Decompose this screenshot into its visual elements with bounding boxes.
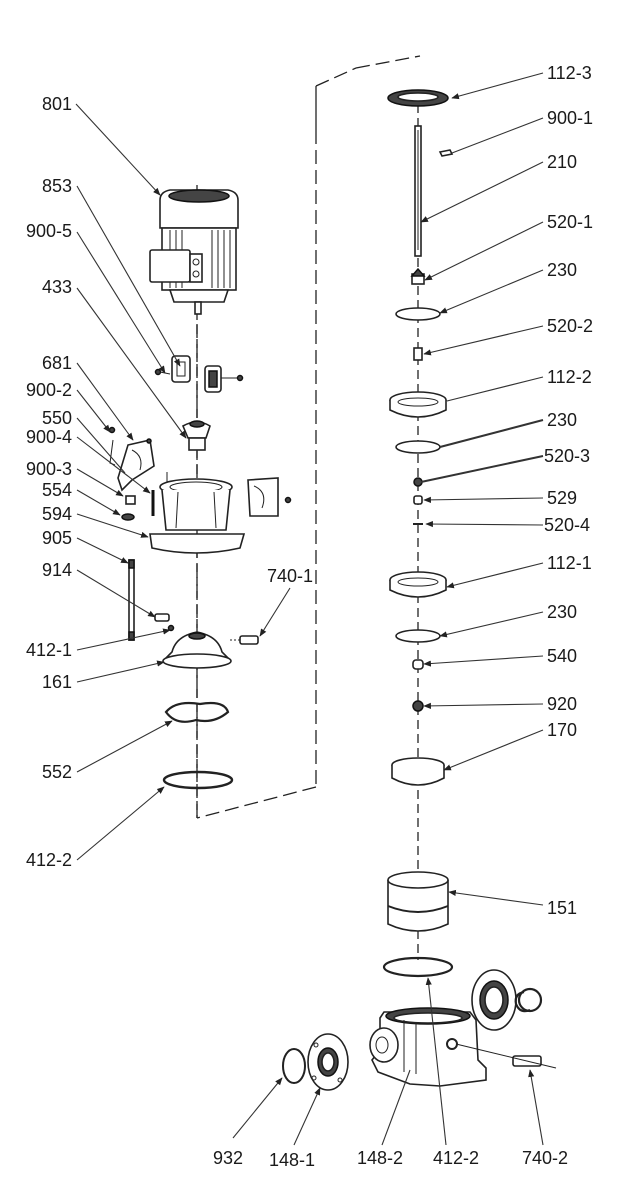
label-900-1: 900-1	[547, 108, 593, 128]
label-554: 554	[42, 480, 72, 500]
label-900-4: 900-4	[26, 427, 72, 447]
o-ring-412-2-lower	[382, 956, 454, 978]
pump-base-148-2	[369, 1007, 487, 1087]
label-801: 801	[42, 94, 72, 114]
label-148-2: 148-2	[357, 1148, 403, 1168]
label-529: 529	[547, 488, 577, 508]
drain-plug-740-2	[455, 1043, 557, 1069]
label-520-1: 520-1	[547, 212, 593, 232]
label-681: 681	[42, 353, 72, 373]
shaft-210	[414, 125, 422, 257]
label-412-1: 412-1	[26, 640, 72, 660]
labels-left: 801 853 900-5 433 681 900-2 550 900-4 90…	[26, 94, 313, 870]
label-151: 151	[547, 898, 577, 918]
label-740-1: 740-1	[267, 566, 313, 586]
label-520-4: 520-4	[544, 515, 590, 535]
label-112-1: 112-1	[547, 553, 592, 573]
sleeve-520-2	[413, 347, 423, 361]
leaders-left	[75, 103, 291, 861]
motor-stool-594	[149, 472, 246, 554]
bush-540	[412, 659, 424, 670]
tie-bolt-905	[128, 559, 135, 641]
label-552: 552	[42, 762, 72, 782]
bearing-sleeve-529	[413, 495, 423, 505]
label-520-2: 520-2	[547, 316, 593, 336]
sleeve-520-3	[413, 477, 423, 487]
chamber-112-1	[389, 571, 447, 598]
assembly-frame	[196, 55, 421, 819]
label-900-3: 900-3	[26, 459, 72, 479]
label-740-2: 740-2	[522, 1148, 568, 1168]
circlip-932	[282, 1048, 306, 1084]
label-550: 550	[42, 408, 72, 428]
label-412-2-bottom: 412-2	[433, 1148, 479, 1168]
top-chamber-112-3	[387, 89, 449, 107]
label-932: 932	[213, 1148, 243, 1168]
label-170: 170	[547, 720, 577, 740]
label-230-2: 230	[547, 410, 577, 430]
label-920: 920	[547, 694, 577, 714]
label-594: 594	[42, 504, 72, 524]
labels-right: 112-3 900-1 210 520-1 230 520-2 112-2 23…	[544, 63, 593, 918]
label-161: 161	[42, 672, 72, 692]
pump-head-161	[162, 631, 232, 669]
label-230-1: 230	[547, 260, 577, 280]
coupling-guard-681	[108, 426, 155, 521]
coupling-guard-853	[154, 355, 244, 393]
key-900-1	[438, 149, 454, 157]
plug-914	[154, 613, 175, 632]
label-210: 210	[547, 152, 577, 172]
outer-sleeve-151	[387, 871, 449, 932]
labels-bottom: 932 148-1 148-2 412-2 740-2	[213, 1148, 568, 1170]
coupling-guard-right	[247, 477, 292, 517]
flange-148-1	[307, 1033, 349, 1091]
label-900-2: 900-2	[26, 380, 72, 400]
label-433: 433	[42, 277, 72, 297]
flange-right	[471, 969, 543, 1031]
label-230-3: 230	[547, 602, 577, 622]
label-905: 905	[42, 528, 72, 548]
label-853: 853	[42, 176, 72, 196]
leaders-bottom	[232, 977, 544, 1146]
vent-plug-740-1	[230, 635, 259, 645]
sleeve-520-1	[410, 267, 426, 285]
o-ring-412-2-upper	[162, 770, 234, 790]
impeller-230-2	[395, 440, 441, 454]
gasket-552	[164, 701, 230, 723]
nut-920	[412, 700, 424, 712]
label-900-5: 900-5	[26, 221, 72, 241]
label-112-2: 112-2	[547, 367, 592, 387]
label-520-3: 520-3	[544, 446, 590, 466]
mechanical-seal-433	[181, 420, 211, 451]
label-112-3: 112-3	[547, 63, 592, 83]
label-148-1: 148-1	[269, 1150, 315, 1170]
impeller-230-3	[395, 629, 441, 643]
label-540: 540	[547, 646, 577, 666]
label-412-2-left: 412-2	[26, 850, 72, 870]
leaders-right	[420, 72, 544, 906]
label-914: 914	[42, 560, 72, 580]
impeller-230-1	[395, 307, 441, 321]
motor-801	[149, 189, 239, 315]
chamber-112-2	[389, 391, 447, 418]
bottom-chamber-170	[391, 757, 445, 786]
